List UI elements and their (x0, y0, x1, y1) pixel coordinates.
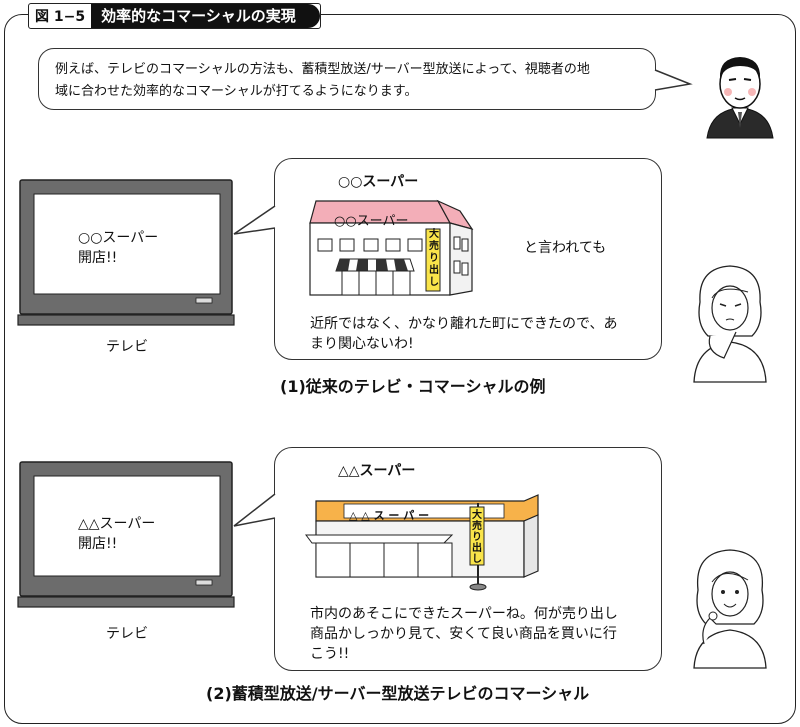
store-1-name: ○○スーパー (338, 174, 419, 190)
panel-1-comment-line-1: 近所ではなく、かなり離れた町にできたので、あ (310, 316, 618, 332)
intro-bubble: 例えば、テレビのコマーシャルの方法も、蓄積型放送/サーバー型放送によって、視聴者… (38, 48, 656, 110)
panel-2-caption: (2)蓄積型放送/サーバー型放送テレビのコマーシャル (206, 684, 590, 703)
woman-uninterested-icon (693, 265, 767, 383)
tv-1-icon (17, 179, 235, 326)
panel-2-comment-line-2: 商品かしっかり見て、安くて良い商品を買いに行 (310, 626, 617, 642)
store-2-building-icon (305, 494, 539, 591)
store-1-sign: ○○スーパー (334, 214, 409, 229)
tv-1-label: テレビ (106, 339, 148, 355)
tv-2-text-line-2: 開店!! (78, 536, 118, 552)
woman-interested-icon (693, 549, 767, 669)
presenter-man-icon (706, 57, 774, 139)
tv-1-text-line-2: 開店!! (78, 250, 118, 266)
figure-number: 図 1−5 (35, 9, 86, 25)
tv-2-label: テレビ (106, 626, 148, 642)
tv-2-icon (17, 461, 235, 608)
store-2-name: △△スーパー (338, 463, 416, 479)
store-2-banner-text: 大売り出し (472, 510, 482, 565)
tv-1-text-line-1: ○○スーパー (78, 230, 159, 246)
tv-2-text-line-1: △△スーパー (78, 516, 156, 532)
figure-label: 図 1−5 効率的なコマーシャルの実現 (28, 3, 321, 29)
panel-1-aside: と言われても (524, 240, 607, 256)
store-2-sign: △ △ ス ー パ ー (349, 509, 430, 522)
panel-2-comment-line-1: 市内のあそこにできたスーパーね。何が売り出し (310, 606, 618, 622)
panel-1-comment-line-2: まり関心ないわ! (310, 336, 414, 352)
figure-frame (4, 14, 796, 724)
intro-line-1: 例えば、テレビのコマーシャルの方法も、蓄積型放送/サーバー型放送によって、視聴者… (55, 62, 590, 77)
panel-2-comment-line-3: こう!! (310, 646, 350, 662)
intro-line-2: 域に合わせた効率的なコマーシャルが打てるようになります。 (55, 84, 418, 99)
store-1-banner-text: 大売り出し (429, 229, 439, 288)
panel-1-caption: (1)従来のテレビ・コマーシャルの例 (280, 377, 546, 396)
figure-title: 効率的なコマーシャルの実現 (91, 4, 320, 28)
store-1-building-icon (309, 199, 474, 296)
